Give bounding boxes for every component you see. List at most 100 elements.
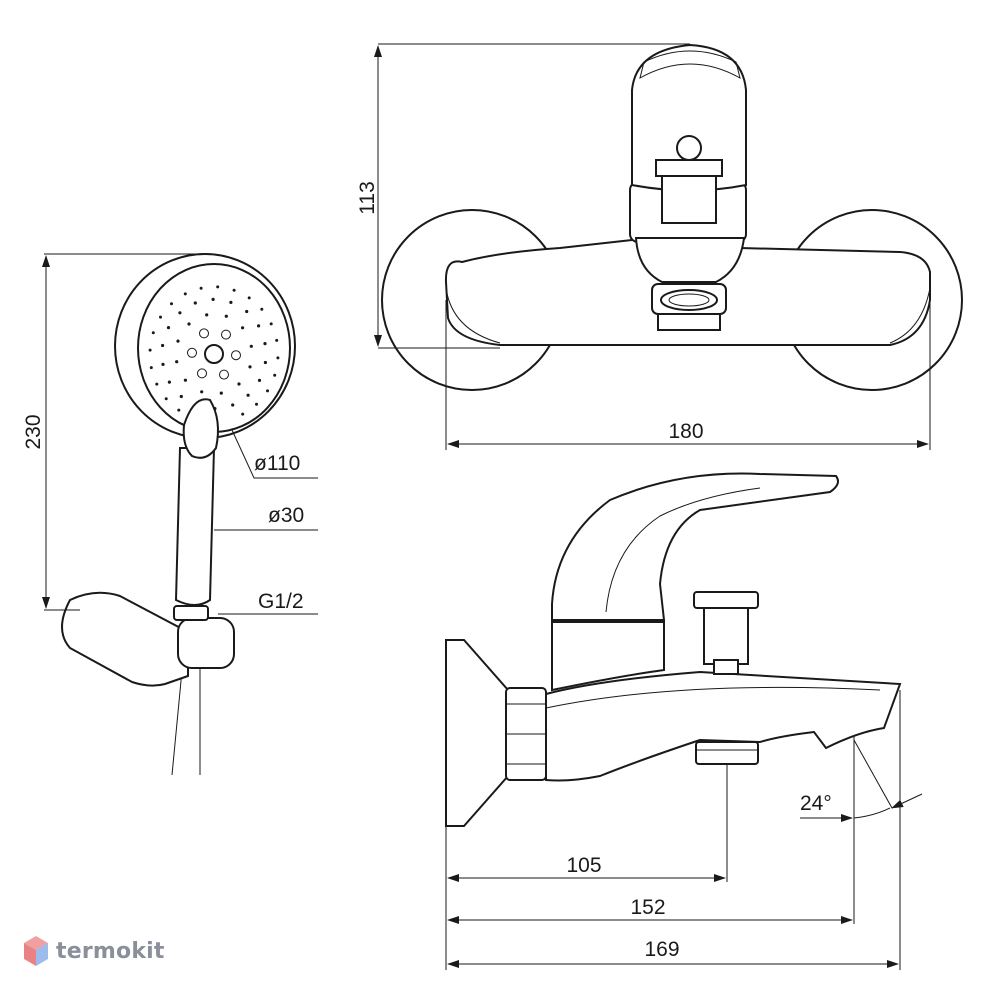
spray-nozzle — [197, 368, 207, 379]
spray-nozzle — [159, 315, 162, 319]
spray-nozzle — [164, 397, 168, 401]
spray-nozzle — [179, 394, 183, 399]
spray-nozzle — [232, 288, 236, 292]
aerator-inner — [668, 293, 710, 307]
dim-169-label: 169 — [644, 938, 679, 961]
aerator-bottom — [657, 313, 721, 331]
shower-holder-ring — [173, 605, 209, 621]
spray-nozzle — [170, 302, 173, 306]
diverter-knob — [676, 135, 702, 161]
dim-g12-label: G1/2 — [258, 590, 304, 613]
spray-nozzle — [155, 382, 159, 386]
brand-watermark: termokit — [22, 934, 165, 968]
spray-nozzle — [178, 311, 182, 315]
spray-nozzle — [199, 286, 203, 290]
handle-neck — [182, 398, 219, 459]
spray-nozzle — [221, 329, 231, 340]
spray-nozzle — [183, 378, 187, 382]
front-view: 113 180 — [356, 43, 963, 450]
spray-nozzle — [216, 285, 220, 289]
spray-nozzle — [177, 408, 181, 412]
spray-nozzle — [149, 366, 153, 370]
spray-nozzle — [263, 360, 267, 365]
shower-holder-arm — [61, 591, 189, 687]
spray-nozzle — [183, 292, 187, 296]
side-view: 24° 105 152 169 — [445, 472, 923, 970]
spray-nozzle — [255, 402, 258, 406]
dim-180-label: 180 — [668, 420, 703, 443]
side-outlet — [695, 741, 759, 765]
spray-nozzle — [276, 356, 280, 360]
spray-nozzle — [275, 338, 279, 342]
dim-24-label: 24° — [800, 792, 832, 815]
side-lever-inner — [605, 487, 761, 613]
spray-nozzle — [260, 307, 264, 311]
spray-nozzle — [211, 297, 215, 301]
spray-nozzle — [205, 313, 209, 317]
spray-nozzle — [269, 322, 273, 326]
spray-nozzle — [245, 309, 249, 314]
dim-30-label: ø30 — [268, 504, 304, 527]
spray-nozzle — [161, 343, 165, 348]
cube-logo-icon — [24, 936, 48, 966]
spray-nozzles — [148, 285, 280, 416]
spray-nozzle — [187, 322, 191, 326]
spray-nozzle — [166, 326, 171, 330]
spray-nozzle — [161, 362, 165, 366]
spray-nozzle — [273, 373, 277, 377]
dim-110-label: ø110 — [254, 452, 300, 475]
spray-nozzle — [241, 412, 245, 416]
spray-nozzle — [224, 314, 228, 318]
body-side-edge-left — [445, 287, 501, 344]
side-diverter-base — [713, 659, 739, 675]
spout-upper-edge — [545, 686, 881, 709]
spray-nozzle — [199, 328, 209, 339]
leader-110 — [231, 429, 318, 479]
spray-nozzle — [266, 389, 269, 393]
spray-nozzle — [219, 369, 229, 380]
spray-nozzle — [167, 380, 171, 384]
center-nozzle — [204, 344, 224, 364]
aerator — [660, 289, 718, 311]
spray-nozzle — [248, 365, 252, 369]
spray-nozzle — [148, 348, 152, 352]
brand-name: termokit — [56, 938, 165, 964]
spray-nozzle — [175, 360, 179, 364]
angle-arc-24 — [853, 807, 891, 819]
spray-nozzle — [231, 350, 241, 361]
spray-nozzle — [241, 326, 245, 330]
spray-nozzle — [249, 344, 253, 348]
side-wall-flange — [445, 639, 509, 827]
hand-shower-view: 230 ø110 ø30 G1/2 — [22, 253, 318, 776]
side-diverter-cap — [693, 591, 759, 609]
body-side-edge-right — [889, 287, 931, 344]
spray-nozzle — [219, 391, 223, 395]
spray-nozzle — [257, 378, 262, 382]
spray-nozzle — [229, 300, 233, 304]
side-column — [551, 621, 665, 692]
lever-handle-top — [639, 50, 741, 80]
shower-handle — [174, 447, 216, 606]
spray-nozzle — [200, 390, 204, 394]
side-body-spout — [545, 670, 902, 782]
spray-nozzle — [187, 347, 197, 358]
side-diverter-stem — [703, 603, 749, 665]
spray-nozzle — [193, 301, 197, 305]
spray-nozzle — [247, 296, 251, 300]
spray-nozzle — [246, 393, 250, 397]
spout-front — [634, 237, 746, 283]
spout-angle-ray — [853, 739, 893, 809]
dim-152-label: 152 — [630, 896, 665, 919]
shower-holder-clamp — [177, 617, 235, 669]
spray-nozzle — [263, 342, 267, 346]
dim-230-label: 230 — [22, 414, 45, 449]
spray-nozzle — [237, 382, 241, 386]
spray-nozzle — [257, 324, 261, 328]
side-lever — [551, 472, 839, 621]
spray-nozzle — [231, 403, 235, 407]
angle-arrow-right — [891, 793, 923, 809]
diverter-cap — [655, 159, 723, 177]
dim-113-label: 113 — [356, 181, 379, 214]
spray-nozzle — [176, 339, 180, 343]
